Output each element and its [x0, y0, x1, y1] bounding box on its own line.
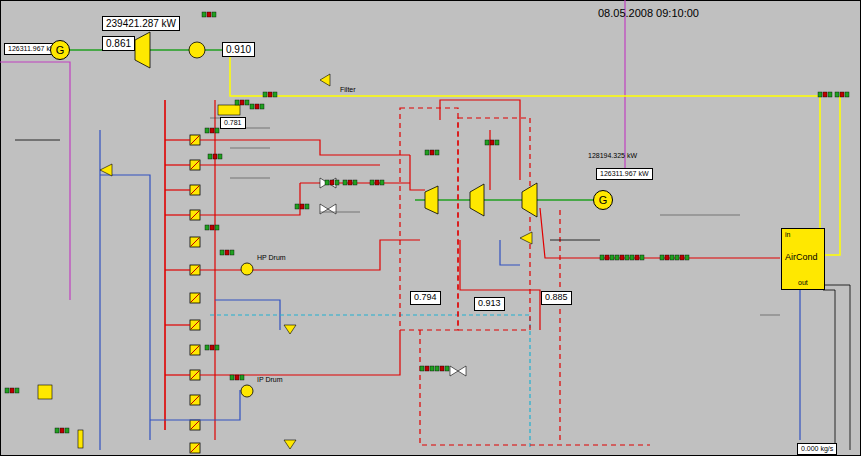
value-display: 0.861 — [102, 36, 135, 51]
drum-symbol: HP Drum — [240, 262, 254, 276]
drum-outline — [240, 262, 254, 276]
generator-circle: G — [50, 40, 70, 60]
annotation-text: Filter — [340, 86, 356, 94]
generator-circle: G — [593, 190, 613, 210]
value-display: 0.913 — [474, 297, 505, 311]
value-display: 0.885 — [541, 291, 572, 305]
annotation-text: 128194.325 kW — [588, 152, 637, 160]
value-display: 126311.967 kW — [596, 168, 653, 180]
drum-label: HP Drum — [257, 254, 286, 261]
air-condenser-box: AirCond in out — [781, 228, 825, 290]
value-display: 239421.287 kW — [102, 16, 180, 31]
generator-label: G — [56, 44, 65, 56]
drum-label: IP Drum — [257, 376, 283, 383]
component-title: AirCond — [785, 253, 818, 263]
drum-symbol: IP Drum — [240, 384, 254, 398]
annotation-text: 08.05.2008 09:10:00 — [598, 7, 699, 19]
value-display: 0.794 — [410, 291, 441, 305]
port-label: in — [785, 231, 790, 239]
port-label: out — [798, 279, 808, 287]
value-display: 0.910 — [222, 42, 255, 57]
generator-label: G — [599, 194, 608, 206]
value-display: 0.781 — [220, 117, 246, 129]
value-display: 0.000 kg/s — [797, 443, 837, 455]
drum-outline — [240, 384, 254, 398]
